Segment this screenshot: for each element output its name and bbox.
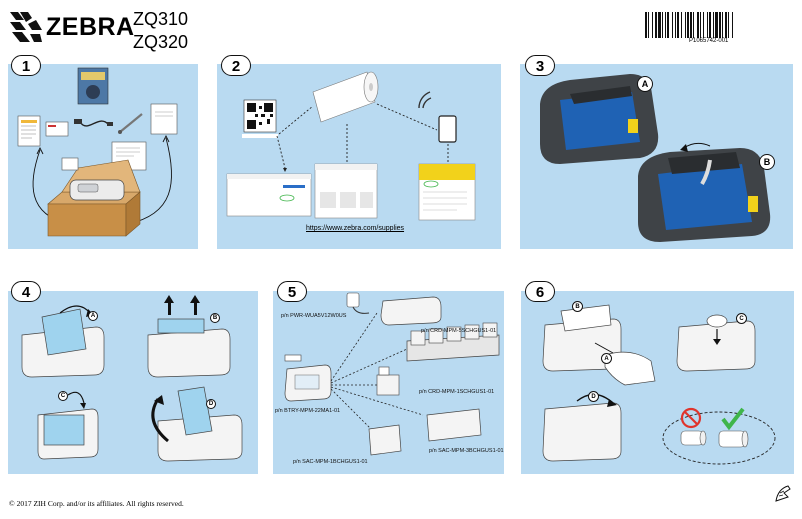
part-number-battery: p/n BTRY-MPM-22MA1-01 bbox=[275, 408, 341, 414]
step-number-1: 1 bbox=[11, 55, 41, 76]
callout-d: D bbox=[588, 391, 599, 402]
copyright-text: © 2017 ZIH Corp. and/or its affiliates. … bbox=[9, 499, 184, 508]
step-4-panel: A B C D bbox=[8, 291, 258, 474]
zebra-head-icon bbox=[775, 485, 791, 502]
brand-name: ZEBRA bbox=[46, 13, 135, 41]
callout-b: B bbox=[210, 313, 220, 323]
callout-d: D bbox=[206, 399, 216, 409]
barcode bbox=[645, 12, 733, 38]
step-number-6: 6 bbox=[525, 281, 555, 302]
step-5-panel: p/n PWR-WUA5V12W0US p/n CRD-MPM-5SCHGUS1… bbox=[273, 291, 504, 474]
step-1-panel bbox=[8, 64, 198, 249]
step-6-panel: B C A D bbox=[521, 291, 794, 474]
callout-a: A bbox=[637, 76, 653, 92]
part-number-power: p/n PWR-WUA5V12W0US bbox=[281, 313, 347, 319]
callout-a: A bbox=[88, 311, 98, 321]
part-number-1-slot-cradle: p/n CRD-MPM-1SCHGUS1-01 bbox=[419, 389, 495, 395]
box-contents-illustration bbox=[17, 67, 178, 237]
part-number-5-slot-cradle: p/n CRD-MPM-5SCHGUS1-01 bbox=[421, 328, 497, 334]
supplies-link[interactable]: https://www.zebra.com/supplies bbox=[306, 225, 405, 232]
step-number-5: 5 bbox=[277, 281, 307, 302]
callout-c: C bbox=[58, 391, 68, 401]
step-number-2: 2 bbox=[221, 55, 251, 76]
part-number-3-bay-charger: p/n SAC-MPM-3BCHGUS1-01 bbox=[429, 448, 504, 454]
checkmark-icon bbox=[721, 407, 745, 431]
callout-b: B bbox=[572, 301, 583, 312]
step-3-panel: A B bbox=[520, 64, 793, 249]
step-number-3: 3 bbox=[525, 55, 555, 76]
prohibited-icon bbox=[680, 407, 702, 429]
printer-open-illustration bbox=[540, 74, 771, 242]
step-number-4: 4 bbox=[11, 281, 41, 302]
model-name-1: ZQ310 bbox=[133, 9, 189, 29]
part-number-1-bay-charger: p/n SAC-MPM-1BCHGUS1-01 bbox=[293, 459, 368, 465]
zebra-logo-icon bbox=[10, 12, 42, 42]
callout-c: C bbox=[736, 313, 747, 324]
battery-install-illustration bbox=[21, 295, 243, 462]
model-name-2: ZQ320 bbox=[133, 32, 189, 52]
callout-b: B bbox=[759, 154, 775, 170]
accessories-illustration bbox=[284, 292, 500, 456]
supplies-illustration bbox=[226, 71, 476, 221]
step-2-panel: https://www.zebra.com/supplies bbox=[217, 64, 501, 249]
load-media-illustration bbox=[542, 304, 776, 465]
callout-a: A bbox=[601, 353, 612, 364]
barcode-text: P1065742-001 bbox=[689, 38, 729, 44]
